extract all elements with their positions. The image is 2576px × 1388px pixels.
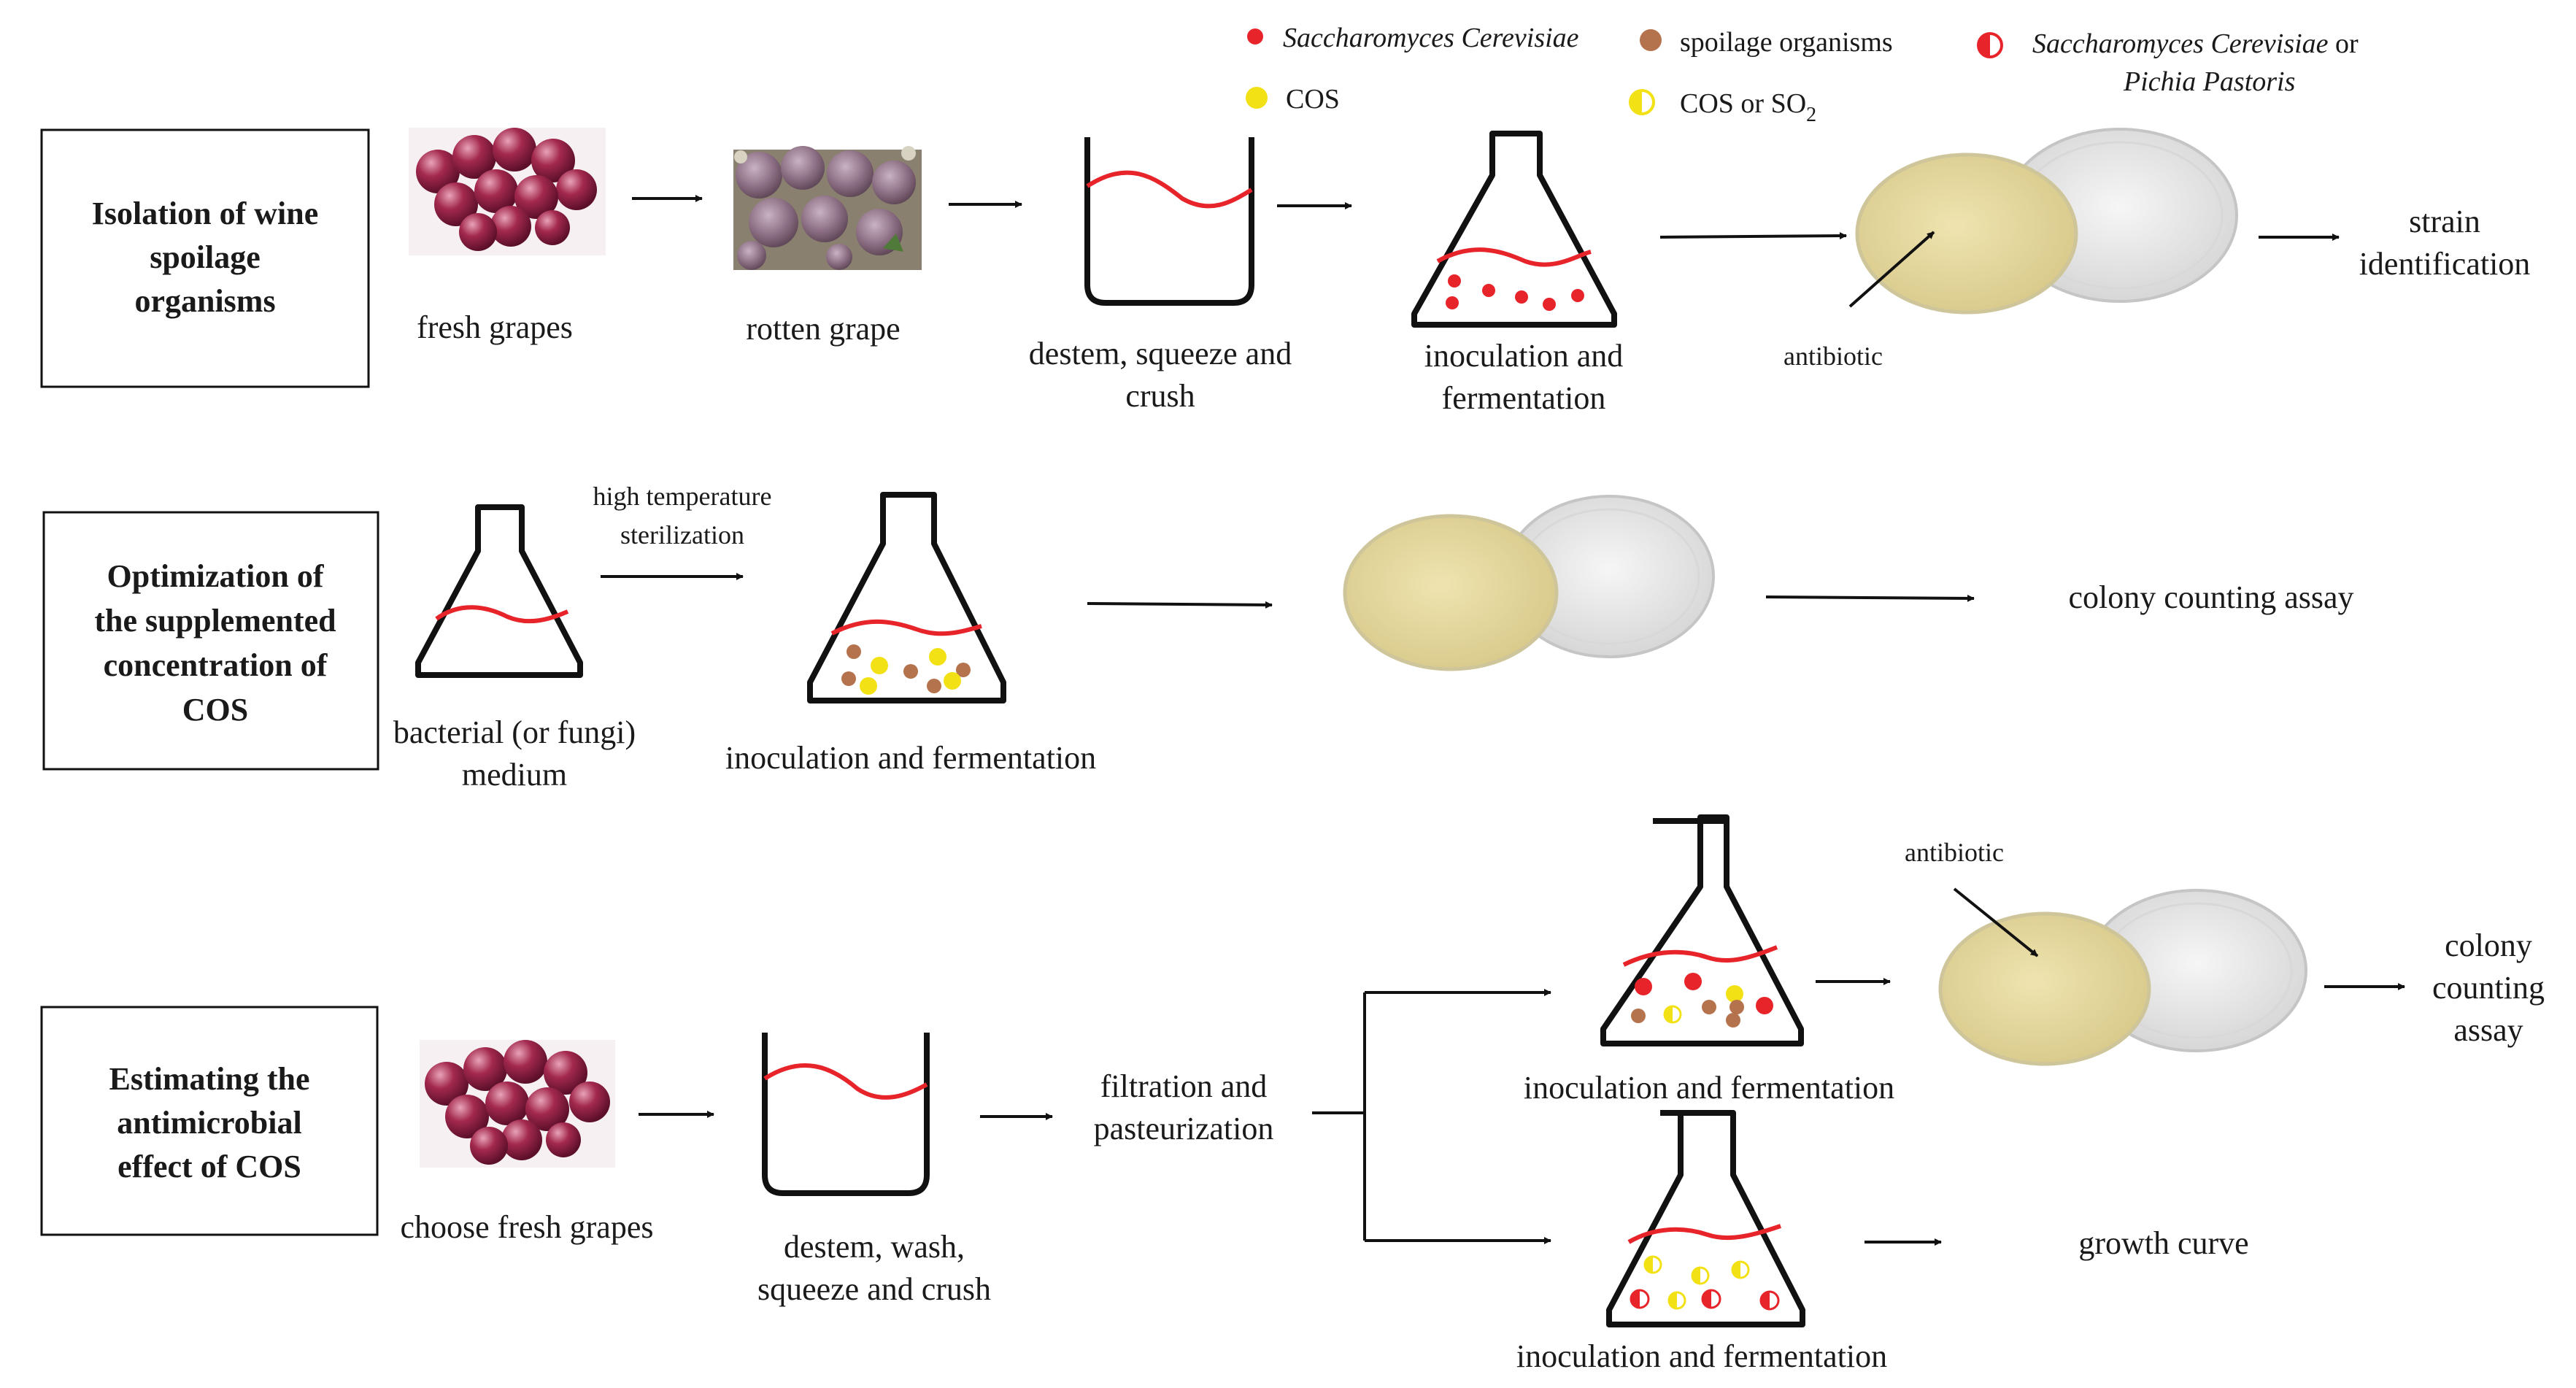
legend-saccharomyces-label: Saccharomyces Cerevisiae (1283, 23, 1579, 53)
strain-identification-label-1: strain (2409, 204, 2480, 239)
box-estimating (40, 1006, 379, 1236)
row-estimating: Estimating the antimicrobial effect of C… (40, 814, 2545, 1374)
medium-flask-icon (415, 504, 583, 678)
row3-colony-label-1: colony (2445, 928, 2532, 963)
row2-inoculation-label: inoculation and fermentation (725, 740, 1096, 776)
medium-label-2: medium (462, 757, 567, 793)
box-optimization-line4: COS (182, 692, 248, 728)
legend-half-yellow-icon (1629, 89, 1655, 115)
destem-wash-label-2: squeeze and crush (757, 1271, 991, 1307)
antibiotic-pointer-2 (1953, 887, 2039, 957)
half-yellow-dot (1663, 1005, 1682, 1024)
wash-beaker-icon (762, 1033, 930, 1196)
petri-dish-icon-2 (1343, 495, 1715, 671)
antibiotic-label-2: antibiotic (1905, 838, 2004, 867)
legend-spoilage-label: spoilage organisms (1680, 27, 1893, 58)
box-estimating-line3: effect of COS (117, 1149, 301, 1184)
fresh-grapes-label: fresh grapes (417, 309, 573, 345)
box-isolation-line3: organisms (134, 283, 275, 319)
antibiotic-pointer (1848, 231, 1935, 308)
box-isolation (40, 128, 370, 388)
filtration-label-1: filtration and (1100, 1068, 1268, 1104)
legend-saccharomyces-or-label: Saccharomyces Cerevisiae or (2032, 28, 2359, 59)
destem-squeeze-crush-label-2: crush (1125, 378, 1195, 414)
half-yellow-dots (1643, 1255, 1750, 1310)
row3-colony-label-2: counting (2432, 970, 2545, 1006)
box-optimization-line3: concentration of (104, 647, 328, 683)
fresh-grapes-image (409, 128, 606, 255)
inoculation-fermentation-label-2: fermentation (1442, 380, 1606, 416)
filtration-label-2: pasteurization (1094, 1111, 1274, 1146)
row-optimization: Optimization of the supplemented concent… (42, 482, 2354, 793)
box-optimization (42, 511, 379, 771)
legend-saccharomyces-dot (1247, 28, 1263, 45)
branch-connector (1312, 989, 1551, 1244)
petri-dish-icon (1855, 128, 2238, 315)
strain-identification-label-2: identification (2359, 246, 2531, 282)
legend-cos-or-so2-label: COS or SO2 (1680, 88, 1816, 126)
box-optimization-line1: Optimization of (107, 558, 325, 594)
box-isolation-line1: Isolation of wine (92, 196, 318, 231)
row3-colony-label-3: assay (2453, 1012, 2523, 1048)
legend-cos-label: COS (1286, 84, 1340, 115)
rotten-grape-image (733, 146, 922, 270)
petri-dish-icon-3 (1938, 889, 2307, 1066)
legend: Saccharomyces Cerevisiae spoilage organi… (1246, 23, 2359, 126)
inoculation-fermentation-label-1: inoculation and (1424, 338, 1624, 374)
half-dot-flask-icon (1606, 1110, 1805, 1327)
half-red-dots (1630, 1289, 1780, 1311)
box-isolation-line2: spoilage (150, 239, 261, 275)
box-estimating-line1: Estimating the (109, 1061, 310, 1097)
sterilization-label-1: high temperature (593, 482, 772, 511)
choose-grapes-label: choose fresh grapes (401, 1209, 654, 1245)
box-optimization-line2: the supplemented (94, 603, 336, 639)
antibiotic-label: antibiotic (1783, 342, 1883, 371)
destem-wash-label-1: destem, wash, (784, 1229, 965, 1265)
choose-grapes-image (420, 1040, 615, 1168)
medium-label-1: bacterial (or fungi) (393, 714, 636, 750)
row-isolation: Isolation of wine spoilage organisms fre… (40, 128, 2531, 416)
row3-inoculation-top-label: inoculation and fermentation (1524, 1070, 1894, 1106)
row3-inoculation-bottom-label: inoculation and fermentation (1516, 1338, 1887, 1374)
destem-squeeze-crush-label-1: destem, squeeze and (1029, 336, 1292, 371)
cos-flask-icon (807, 492, 1006, 703)
legend-half-red-icon (1977, 32, 2003, 58)
legend-cos-dot (1246, 87, 1268, 109)
legend-spoilage-dot (1640, 29, 1662, 51)
rotten-grape-label: rotten grape (746, 311, 900, 347)
sterilization-label-2: sterilization (620, 520, 744, 550)
legend-pichia-label: Pichia Pastoris (2123, 66, 2295, 97)
box-estimating-line2: antimicrobial (117, 1105, 301, 1141)
growth-curve-label: growth curve (2078, 1225, 2248, 1261)
flask-icon (1411, 131, 1617, 328)
beaker-icon (1084, 137, 1254, 306)
row2-colony-label: colony counting assay (2068, 579, 2353, 615)
mixed-flask-icon (1600, 814, 1804, 1046)
